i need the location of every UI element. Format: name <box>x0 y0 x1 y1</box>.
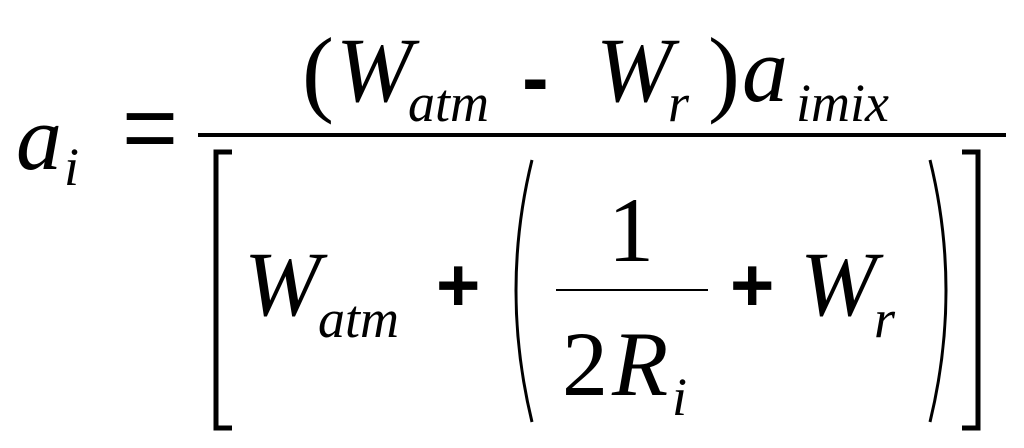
main-fraction-bar <box>198 133 1006 137</box>
inner-fraction-r-subscript: i <box>672 367 688 427</box>
numerator-close-paren: ) <box>708 18 740 125</box>
inner-fraction-numerator: 1 <box>608 179 654 281</box>
minus-sign: - <box>522 33 549 122</box>
numerator-open-paren: ( <box>302 18 334 125</box>
lhs-symbol: a <box>16 87 62 189</box>
inner-fraction-r: R <box>612 313 669 415</box>
left-square-bracket <box>213 149 232 431</box>
left-paren <box>514 159 534 423</box>
numerator-a-subscript: imix <box>796 73 889 133</box>
lhs-subscript: i <box>64 137 80 197</box>
numerator-w-r-subscript: r <box>668 73 690 133</box>
numerator-w-atm: W <box>336 19 413 121</box>
plus-sign-2: + <box>730 243 775 328</box>
denominator-w-atm: W <box>244 233 321 335</box>
inner-fraction-bar <box>556 289 708 291</box>
numerator-w-r: W <box>596 19 673 121</box>
denominator-w-r: W <box>800 233 877 335</box>
right-square-bracket <box>962 149 981 431</box>
right-paren <box>928 159 948 423</box>
numerator-w-atm-subscript: atm <box>408 73 489 133</box>
plus-sign-1: + <box>436 243 481 328</box>
inner-fraction-coefficient: 2 <box>562 313 608 415</box>
denominator-w-atm-subscript: atm <box>318 289 399 349</box>
numerator-a: a <box>742 19 788 121</box>
equals-sign: = <box>122 74 179 181</box>
denominator-w-r-subscript: r <box>874 289 896 349</box>
